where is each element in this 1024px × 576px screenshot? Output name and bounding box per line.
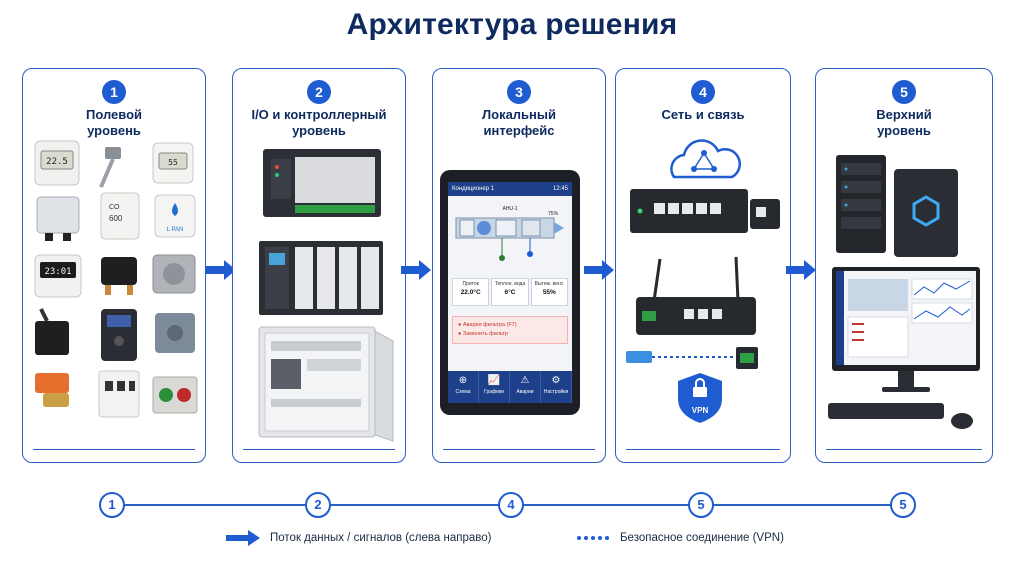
panel-field-level: 1 Полевой уровень 22.5 55 CO 600 L PAN 2… <box>22 68 206 463</box>
panel-divider <box>626 448 780 450</box>
flow-arrow-icon <box>584 260 614 280</box>
flow-arrow-icon <box>786 260 816 280</box>
flow-arrow-icon <box>401 260 431 280</box>
panel-divider <box>826 448 982 450</box>
alarm-banner[interactable]: ● Авария фильтра (F7) ● Заменить фильтр <box>452 316 568 344</box>
co2-label: CO <box>109 204 120 211</box>
nav-scheme-button[interactable]: ⊕Схема <box>448 371 479 403</box>
ahu-schematic[interactable]: AHU-1 75% <box>452 202 568 272</box>
timer-display: 23:01 <box>44 267 71 277</box>
panel-title: Локальный интерфейс <box>482 107 556 138</box>
panel-number-badge: 2 <box>307 80 331 104</box>
panel-number-badge: 3 <box>507 80 531 104</box>
vpn-shield-icon <box>678 373 722 423</box>
panel-io-controller-level: 2 I/O и контроллерный уровень <box>232 68 406 463</box>
panel-title: I/O и контроллерный уровень <box>251 107 387 138</box>
timeline-node: 4 <box>498 492 524 518</box>
panel-title: Полевой уровень <box>85 107 143 138</box>
field-devices-illustration: 22.5 55 CO 600 L PAN 23:01 <box>34 140 198 418</box>
reading-exhaust: Вытеж. вент.55% <box>530 278 568 306</box>
scheme-icon: ⊕ <box>458 375 468 386</box>
gear-icon: ⚙ <box>551 375 561 386</box>
page-title: Архитектура решения <box>346 8 678 41</box>
vpn-label: VPN <box>692 406 709 415</box>
alarm-line-2: Заменить фильтр <box>462 331 508 337</box>
chart-icon: 📈 <box>487 375 501 386</box>
timeline-node: 5 <box>890 492 916 518</box>
hmi-navbar: ⊕Схема 📈Графики ⚠Аварии ⚙Настройки <box>448 371 572 403</box>
svg-text:75%: 75% <box>548 211 559 217</box>
cloud-icon <box>670 139 742 179</box>
warning-icon: ⚠ <box>520 375 530 386</box>
nav-settings-button[interactable]: ⚙Настройки <box>541 371 572 403</box>
flow-arrow-icon <box>206 260 236 280</box>
nav-alarms-button[interactable]: ⚠Аварии <box>510 371 541 403</box>
panel-number-badge: 1 <box>102 80 126 104</box>
hmi-header-time: 12:45 <box>552 186 568 192</box>
controller-devices-illustration <box>258 149 394 442</box>
alarm-line-1: Авария фильтра (F7) <box>462 322 517 328</box>
legend-vpn-text: Безопасное соединение (VPN) <box>620 532 784 544</box>
network-devices-illustration: VPN <box>626 139 780 423</box>
thermostat-display: 22.5 <box>46 157 68 167</box>
server-logo-icon <box>912 195 940 227</box>
panel-number-badge: 4 <box>691 80 715 104</box>
hmi-header: Кондиционер 1 12:45 <box>448 182 572 196</box>
flow-arrow-icon <box>226 530 260 546</box>
timeline-node: 1 <box>99 492 125 518</box>
panel-number-badge: 5 <box>892 80 916 104</box>
valve-percent: 75 <box>548 211 554 217</box>
panel-upper-level: 5 Верхний уровень <box>815 68 993 463</box>
legend-vpn: Безопасное соединение (VPN) <box>576 532 784 544</box>
upper-level-illustration <box>828 155 980 429</box>
panel-title: Сеть и связь <box>661 107 745 122</box>
timeline-node: 5 <box>688 492 714 518</box>
panel-divider <box>443 448 595 450</box>
panel-title: Верхний уровень <box>876 107 932 138</box>
legend-flow-text: Поток данных / сигналов (слева направо) <box>270 532 492 544</box>
nav-charts-button[interactable]: 📈Графики <box>479 371 510 403</box>
water-sensor-label: L PAN <box>167 227 184 233</box>
dotted-line-icon <box>577 536 609 540</box>
co2-value: 600 <box>109 214 123 223</box>
humidity-display: 55 <box>168 158 178 167</box>
timeline-node: 2 <box>305 492 331 518</box>
panel-network: 4 Сеть и связь VPN <box>615 68 791 463</box>
hmi-header-title: Кондиционер 1 <box>452 186 495 192</box>
panel-divider <box>33 448 195 450</box>
ahu-unit-label: AHU-1 <box>502 206 517 212</box>
legend-flow: Поток данных / сигналов (слева направо) <box>226 530 492 546</box>
panel-divider <box>243 448 395 450</box>
